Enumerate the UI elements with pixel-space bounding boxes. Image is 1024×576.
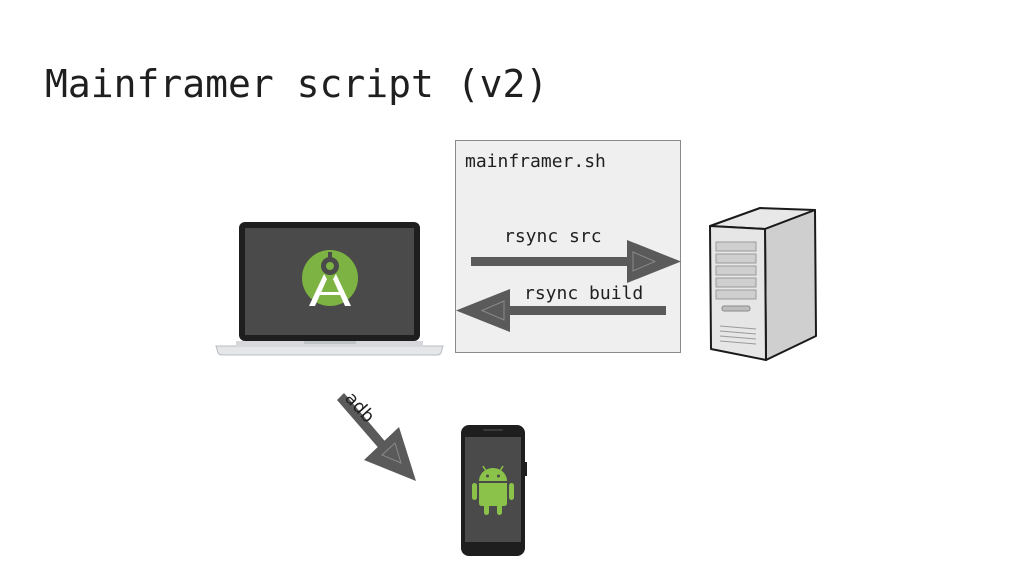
- script-box-label: mainframer.sh: [465, 151, 606, 172]
- laptop-icon: [215, 222, 444, 356]
- rsync-src-arrow: [471, 240, 681, 283]
- server-tower-icon: [709, 207, 817, 361]
- android-robot-icon: [472, 465, 514, 515]
- android-studio-icon: [302, 250, 358, 306]
- slide-title: Mainframer script (v2): [45, 62, 549, 106]
- adb-arrow: [337, 393, 416, 481]
- rsync-build-arrow: [456, 289, 666, 332]
- rsync-build-label: rsync build: [524, 283, 644, 304]
- rsync-src-label: rsync src: [504, 226, 602, 247]
